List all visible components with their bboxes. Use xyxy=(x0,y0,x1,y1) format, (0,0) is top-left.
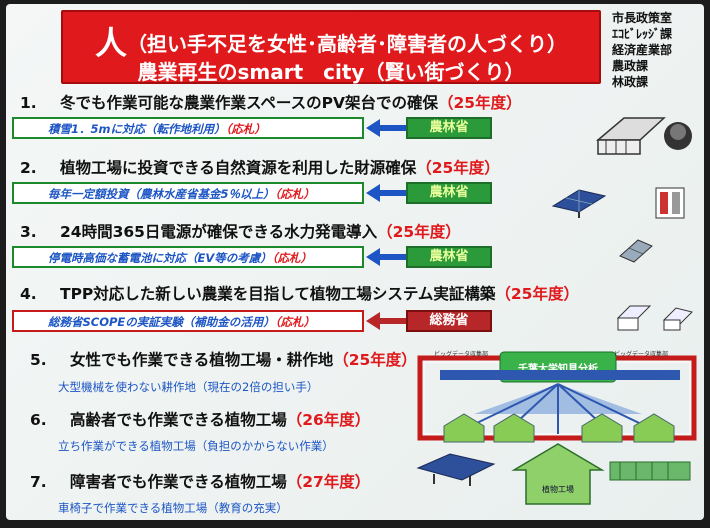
panel-rack-picture xyxy=(619,239,653,263)
ministry-badge-1: 農林省 xyxy=(406,117,492,139)
title-line-1-text: （担い手不足を女性･高齢者･障害者の人づくり） xyxy=(127,32,567,56)
department: 農政課 xyxy=(612,59,649,73)
solar-panel-picture xyxy=(551,189,607,218)
item-heading-5: 5.女性でも作業できる植物工場・耕作地（25年度） xyxy=(30,351,417,369)
department-list: 市長政策室 ｴｺﾋﾞﾚｯｼﾞ課 経済産業部 農政課 林政課 xyxy=(612,10,672,90)
department: ｴｺﾋﾞﾚｯｼﾞ課 xyxy=(612,27,673,41)
title-line-1: 人（担い手不足を女性･高齢者･障害者の人づくり） xyxy=(63,18,599,64)
title-line-2: 農業再生のsmart city（賢い街づくり） xyxy=(137,60,525,84)
title-banner: 人（担い手不足を女性･高齢者･障害者の人づくり） 農業再生のsmart city… xyxy=(61,10,601,84)
item-subbox-2: 毎年一定額投資（農林水産省基金5％以上）（応札） xyxy=(12,182,364,204)
item-heading-2: 2.植物工場に投資できる自然資源を利用した財源確保（25年度） xyxy=(20,159,500,177)
item-sub-6: 立ち作業ができる植物工場（負担のかからない作業） xyxy=(58,439,334,453)
arrow-left-icon xyxy=(366,310,418,332)
department: 経済産業部 xyxy=(612,43,673,57)
arrow-left-icon xyxy=(366,117,418,139)
item-heading-7: 7.障害者でも作業できる植物工場（27年度） xyxy=(30,473,371,491)
diagram-factory-label: 植物工場 xyxy=(542,484,574,494)
arrow-left-icon xyxy=(366,182,418,204)
diagram-left-label: ビッグデータ収集部 xyxy=(434,350,488,358)
title-big-char: 人 xyxy=(94,24,127,62)
item-heading-4: 4.TPP対応した新しい農業を目指して植物工場システム実証構築（25年度） xyxy=(20,285,579,303)
item-sub-5: 大型機械を使わない耕作地（現在の2倍の担い手） xyxy=(58,380,319,394)
battery-rack-picture xyxy=(655,187,685,219)
smart-city-diagram: 千葉大学知見分析 ビッグデータ収集部 ビッグデータ収集部 植物工場 xyxy=(416,350,697,505)
item-subbox-4: 総務省SCOPEの実証実験（補助金の活用）（応札） xyxy=(12,310,364,332)
ministry-badge-3: 農林省 xyxy=(406,246,492,268)
slide: 人（担い手不足を女性･高齢者･障害者の人づくり） 農業再生のsmart city… xyxy=(6,4,704,520)
diagram-right-label: ビッグデータ収集部 xyxy=(614,350,668,358)
arrow-left-icon xyxy=(366,246,418,268)
department: 市長政策室 xyxy=(612,11,673,25)
item-subbox-3: 停電時高価な蓄電池に対応（EV等の考慮）（応札） xyxy=(12,246,364,268)
item-sub-7: 車椅子で作業できる植物工場（教育の充実） xyxy=(58,501,288,515)
item-heading-1: 1.冬でも作業可能な農業作業スペースのPV架台での確保（25年度） xyxy=(20,94,522,112)
ministry-badge-2: 農林省 xyxy=(406,182,492,204)
greenhouse-snow-picture xyxy=(595,117,692,155)
department: 林政課 xyxy=(612,75,649,89)
item-subbox-1: 積雪1．5mに対応（転作地利用）（応札） xyxy=(12,117,364,139)
item-heading-6: 6.高齢者でも作業できる植物工場（26年度） xyxy=(30,411,371,429)
ministry-badge-4: 総務省 xyxy=(406,310,492,332)
greenhouse-sketch-picture xyxy=(616,305,693,331)
item-heading-3: 3.24時間365日電源が確保できる水力発電導入（25年度） xyxy=(20,223,461,241)
